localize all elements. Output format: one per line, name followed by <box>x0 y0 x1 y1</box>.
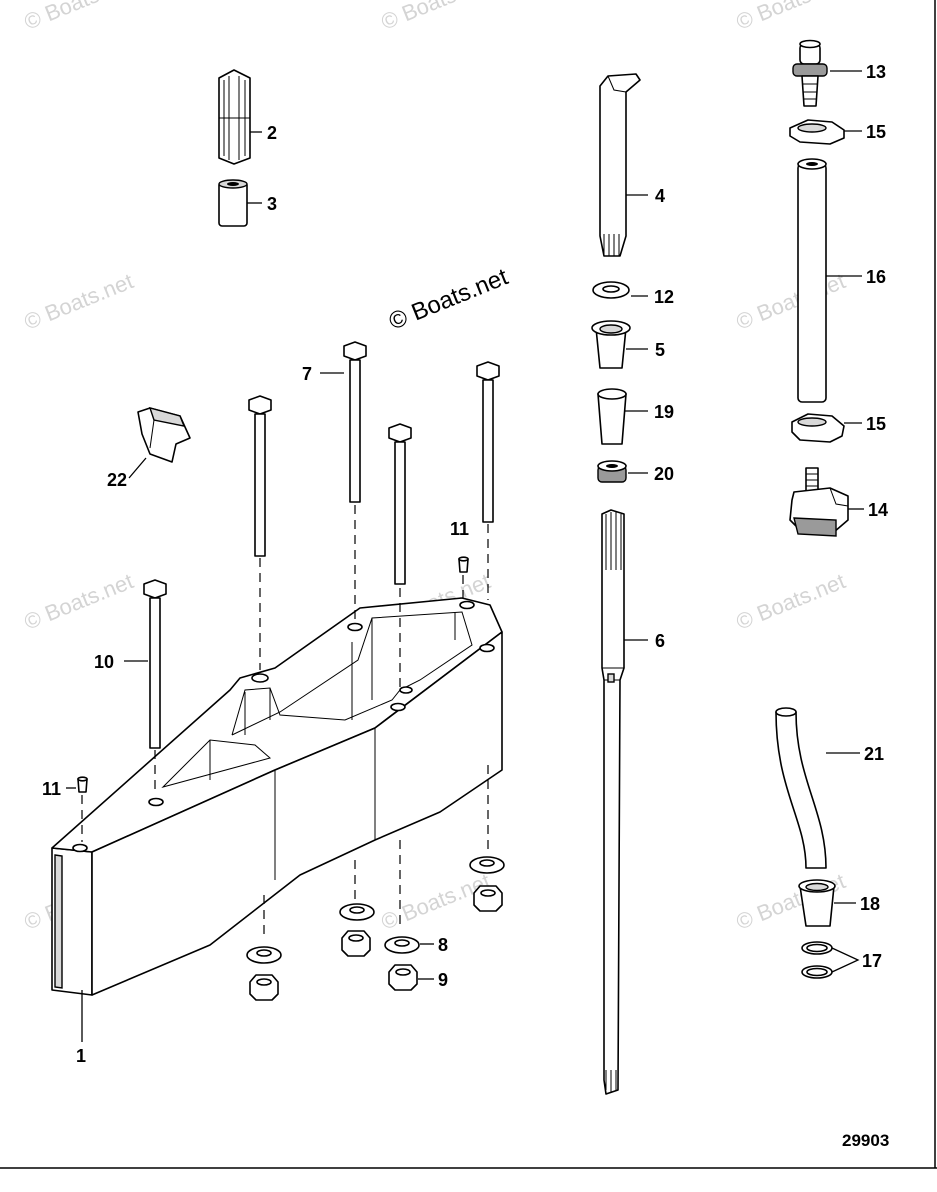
callout-17: 17 <box>862 951 882 971</box>
callout-11: 11 <box>42 779 61 799</box>
callout-21: 21 <box>864 744 884 764</box>
callout-5: 5 <box>655 340 665 360</box>
callout-8: 8 <box>438 935 448 955</box>
alignment-lines <box>81 505 489 940</box>
watermark-text: © Boats.net <box>733 0 849 35</box>
watermark-text: © Boats.net <box>21 568 137 634</box>
part-8-washers <box>246 856 505 964</box>
part-14-elbow-fitting <box>789 467 849 537</box>
part-13-fitting <box>792 39 828 107</box>
callout-13: 13 <box>866 62 886 82</box>
part-7-bolts <box>248 341 500 585</box>
watermark-text: © Boats.net <box>733 568 849 634</box>
callout-20: 20 <box>654 464 674 484</box>
part-19-bushing <box>597 388 627 445</box>
callout-15: 15 <box>866 414 886 434</box>
part-20-seal <box>597 460 627 483</box>
part-9-nuts <box>249 885 503 1001</box>
callout-11: 11 <box>450 519 469 539</box>
watermark-text: © Boats.net <box>733 268 849 334</box>
part-1-drive-shaft-housing <box>51 597 503 996</box>
part-18-bushing <box>798 879 836 927</box>
watermark-text-prominent: © Boats.net <box>385 263 512 335</box>
callout-18: 18 <box>860 894 880 914</box>
part-2-coupler <box>218 69 251 165</box>
callout-12: 12 <box>654 287 674 307</box>
watermark-text: © Boats.net <box>21 0 137 35</box>
part-12-washer <box>592 281 630 299</box>
callout-1: 1 <box>76 1046 86 1066</box>
callout-7: 7 <box>302 364 312 384</box>
callout-3: 3 <box>267 194 277 214</box>
callout-16: 16 <box>866 267 886 287</box>
callout-22: 22 <box>107 470 127 490</box>
part-6-drive-shaft <box>601 509 625 1095</box>
part-4-shift-shaft <box>599 73 641 257</box>
part-15-clamps <box>789 119 845 443</box>
part-21-hose <box>775 707 827 869</box>
callout-19: 19 <box>654 402 674 422</box>
watermark-text: © Boats.net <box>378 0 494 35</box>
callout-10: 10 <box>94 652 114 672</box>
callout-9: 9 <box>438 970 448 990</box>
callout-14: 14 <box>868 500 888 520</box>
watermark-text: © Boats.net <box>21 268 137 334</box>
part-17-o-rings <box>801 941 833 979</box>
part-5-bushing <box>591 320 631 369</box>
callout-6: 6 <box>655 631 665 651</box>
part-22-clip <box>137 406 191 463</box>
part-10-bolt <box>143 579 167 749</box>
part-16-tube <box>797 158 827 403</box>
callout-2: 2 <box>267 123 277 143</box>
part-3-bushing <box>218 179 248 227</box>
part-11-dowel-pins <box>77 556 469 793</box>
document-number: 29903 <box>842 1131 889 1150</box>
callout-15: 15 <box>866 122 886 142</box>
callout-4: 4 <box>655 186 665 206</box>
callout-labels: 2 3 4 12 5 19 20 6 7 10 22 11 11 1 8 9 1… <box>42 62 888 1066</box>
leader-lines <box>66 70 864 1042</box>
